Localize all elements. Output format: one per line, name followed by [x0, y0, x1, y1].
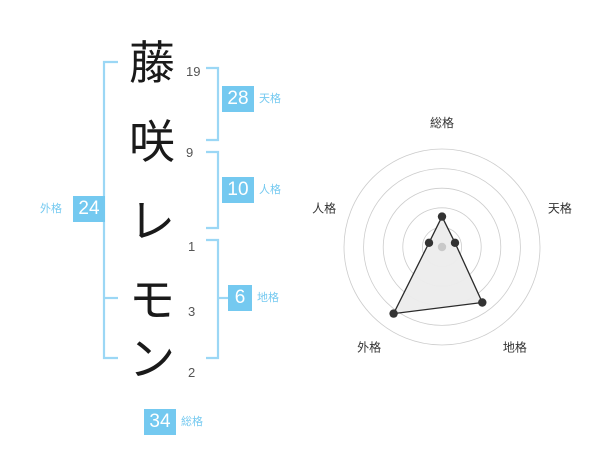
- stroke-count-4: 2: [188, 365, 196, 380]
- radar-point-地格: [478, 298, 487, 307]
- radar-center-dot: [437, 242, 447, 252]
- radar-point-天格: [450, 238, 460, 247]
- score-label-jinkaku: 人格: [259, 183, 281, 196]
- radar-label-地格: 地格: [503, 339, 527, 354]
- radar-point-総格: [437, 212, 447, 221]
- name-char-3: モ: [129, 273, 175, 327]
- score-badge-soukaku[interactable]: 34: [144, 409, 176, 435]
- score-label-gaikaku: 外格: [40, 202, 62, 215]
- stroke-count-1: 9: [186, 145, 194, 160]
- radar-label-天格: 天格: [548, 201, 572, 216]
- radar-ring-5: [343, 148, 541, 346]
- radar-label-総格: 総格: [430, 115, 454, 130]
- name-char-0: 藤: [129, 36, 175, 90]
- radar-point-外格: [389, 309, 398, 318]
- stroke-count-2: 1: [188, 239, 196, 254]
- score-badge-tenkaku[interactable]: 28: [222, 86, 254, 112]
- score-badge-gaikaku[interactable]: 24: [73, 196, 105, 222]
- radar-label-外格: 外格: [357, 339, 381, 354]
- score-badge-chikaku[interactable]: 6: [228, 285, 252, 311]
- radar-ring-4: [363, 168, 521, 326]
- score-badge-jinkaku[interactable]: 10: [222, 177, 254, 203]
- radar-outline: [392, 216, 484, 315]
- score-label-soukaku: 総格: [181, 415, 203, 428]
- stroke-count-3: 3: [188, 304, 196, 319]
- name-char-2: レ: [129, 194, 175, 248]
- stroke-count-0: 19: [186, 64, 201, 79]
- radar-area: [393, 216, 483, 314]
- radar-label-人格: 人格: [312, 201, 336, 216]
- radar-data-points: [389, 212, 487, 318]
- radar-point-人格: [424, 238, 434, 247]
- name-char-1: 咲: [129, 115, 175, 169]
- score-label-chikaku: 地格: [257, 291, 279, 304]
- name-char-4: ン: [129, 332, 175, 386]
- score-label-tenkaku: 天格: [259, 92, 281, 105]
